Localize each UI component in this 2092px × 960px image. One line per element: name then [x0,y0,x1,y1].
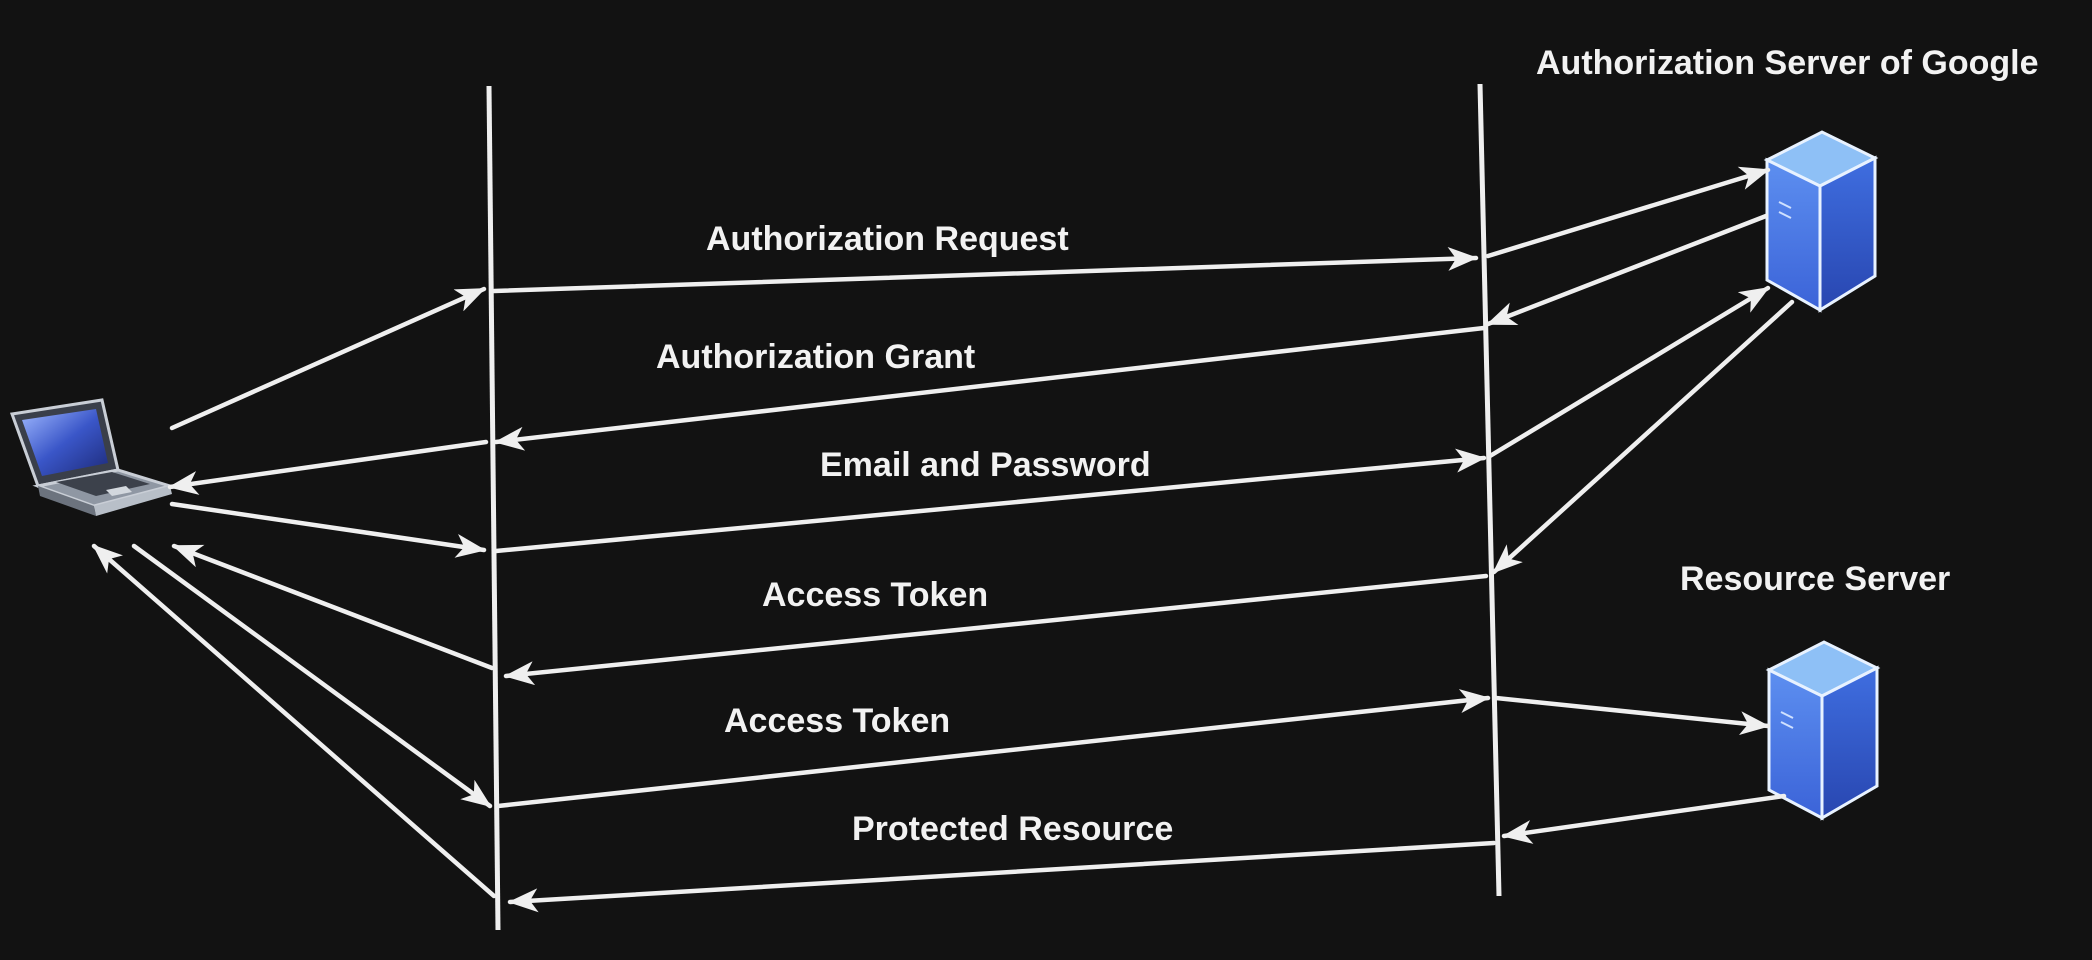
client-lifeline [486,85,501,931]
arrow-auth-grant [167,213,1769,495]
message-label-access-token-1: Access Token [762,576,988,614]
laptop-icon [9,398,176,516]
message-label-access-token-2: Access Token [724,702,950,740]
arrow-protected-resource [91,543,1787,913]
auth-server-lifeline [1477,83,1502,897]
server-icon [1765,640,1881,821]
arrow-email-password [169,285,1771,558]
message-label-protected-resource: Protected Resource [852,810,1173,848]
arrow-auth-request [169,166,1771,431]
resource-server-label: Resource Server [1680,560,1950,598]
auth-server-label: Authorization Server of Google [1536,44,2038,82]
arrow-access-token-2 [131,543,1771,809]
server-icon [1763,130,1879,313]
message-label-auth-grant: Authorization Grant [656,338,975,376]
message-label-email-password: Email and Password [820,446,1151,484]
message-label-auth-request: Authorization Request [706,220,1069,258]
arrow-access-token-1 [171,299,1795,686]
